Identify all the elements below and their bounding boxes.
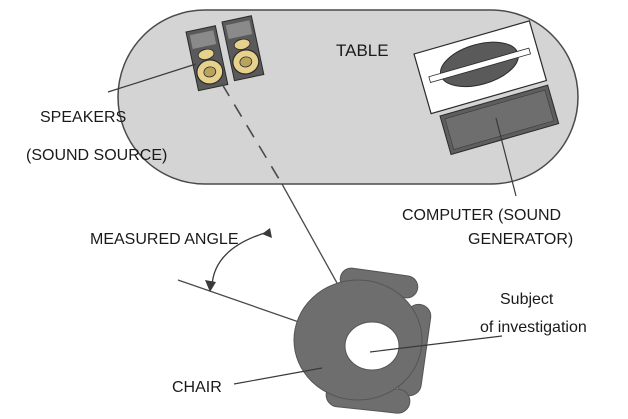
speakers-label-line1: SPEAKERS <box>40 109 126 126</box>
angle-arrow-bottom <box>205 280 216 292</box>
right-speaker <box>221 15 265 82</box>
measured-angle-arc <box>211 231 269 287</box>
angle-arrow-top <box>262 228 272 238</box>
table-label: TABLE <box>336 41 389 60</box>
subject-label-line1: Subject <box>500 291 554 308</box>
chair-leader-line <box>233 367 323 385</box>
subject-label-line2: of investigation <box>480 319 587 336</box>
left-speaker <box>185 25 229 92</box>
subject-leader-line <box>369 335 503 353</box>
chair <box>293 267 432 414</box>
speakers <box>185 15 265 92</box>
measured-angle-label: MEASURED ANGLE <box>90 231 238 248</box>
computer <box>413 20 560 156</box>
computer-leader-line <box>495 117 517 197</box>
monitor <box>413 20 548 115</box>
computer-label-line2: GENERATOR) <box>468 231 573 248</box>
subject-head <box>344 321 400 371</box>
computer-label-line1: COMPUTER (SOUND <box>402 207 561 224</box>
sound-path-dashed <box>221 83 283 185</box>
keyboard <box>439 84 560 156</box>
speakers-leader-line <box>107 63 197 93</box>
speakers-label-line2: (SOUND SOURCE) <box>26 147 167 164</box>
chair-label: CHAIR <box>172 379 222 396</box>
